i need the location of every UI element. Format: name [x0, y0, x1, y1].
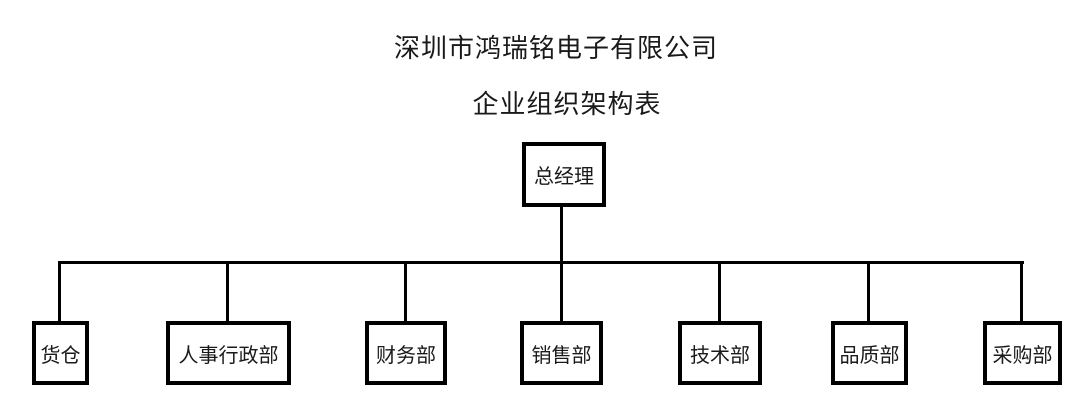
department-label: 销售部	[531, 344, 592, 367]
department-node-finance: 财务部	[365, 321, 447, 385]
department-label: 技术部	[690, 344, 750, 367]
department-label: 货仓	[40, 344, 81, 367]
connector-drop	[718, 261, 721, 323]
department-node-purchasing: 采购部	[983, 321, 1062, 385]
department-node-quality: 品质部	[831, 321, 908, 385]
chart-subtitle: 企业组织架构表	[472, 89, 662, 119]
department-label: 品质部	[839, 344, 900, 367]
department-label: 人事行政部	[178, 344, 279, 367]
department-node-sales: 销售部	[520, 321, 603, 385]
connector-drop	[58, 261, 61, 323]
connector-drop	[226, 261, 229, 323]
connector-root-vertical	[560, 205, 563, 263]
department-node-technology: 技术部	[678, 321, 762, 385]
root-node-label: 总经理	[534, 166, 594, 188]
root-node-general-manager: 总经理	[522, 142, 606, 207]
department-label: 财务部	[376, 344, 436, 367]
connector-drop	[404, 261, 407, 323]
department-node-hr-admin: 人事行政部	[166, 321, 291, 385]
department-node-warehouse: 货仓	[32, 321, 89, 385]
connector-drop	[867, 261, 870, 323]
connector-drop	[560, 261, 563, 323]
company-title: 深圳市鸿瑞铭电子有限公司	[393, 33, 719, 63]
connector-horizontal-bus	[58, 261, 1024, 264]
connector-drop	[1020, 261, 1023, 323]
department-label: 采购部	[992, 344, 1053, 367]
